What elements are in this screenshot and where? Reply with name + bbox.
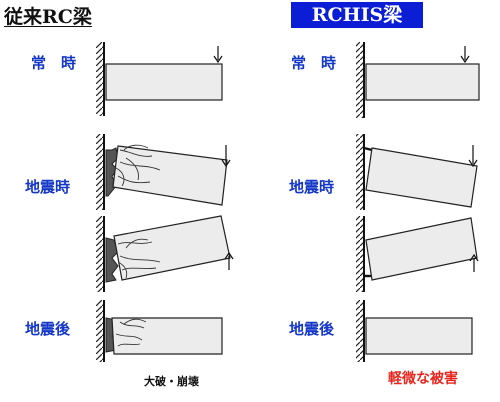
left-normal-beam [96, 42, 223, 116]
support-wall-hatch [96, 42, 104, 116]
crack-lines [115, 318, 147, 347]
caption-severe-damage: 大破・崩壊 [144, 375, 199, 388]
right-normal-beam [356, 42, 480, 118]
left-after-beam [96, 300, 223, 362]
left-earthquake-beam-up [96, 215, 234, 292]
state-label-after-right: 地震後 [289, 320, 335, 338]
beam [365, 217, 478, 281]
state-label-earthquake-right: 地震時 [289, 178, 335, 196]
state-label-earthquake-left: 地震時 [25, 178, 71, 196]
crack-lines [117, 238, 161, 279]
right-earthquake-beam-down [356, 134, 478, 210]
rchis-beam-title: RCHIS梁 [291, 2, 423, 28]
beam [365, 317, 473, 355]
right-earthquake-beam-up [356, 216, 479, 292]
crack-lines [115, 144, 161, 187]
state-label-normal-left: 常 時 [31, 54, 77, 72]
state-label-after-left: 地震後 [25, 320, 71, 338]
right-after-beam [356, 300, 473, 362]
caption-minor-damage: 軽微な被害 [388, 371, 458, 387]
left-earthquake-beam-down [96, 134, 231, 210]
conventional-rc-beam-title: 従来RC梁 [4, 6, 92, 28]
beam [112, 145, 228, 206]
beam [113, 215, 231, 281]
joint-hinge [363, 146, 373, 152]
beam [105, 63, 223, 101]
state-label-normal-right: 常 時 [291, 54, 337, 72]
beam [365, 63, 480, 101]
beam [365, 147, 478, 208]
